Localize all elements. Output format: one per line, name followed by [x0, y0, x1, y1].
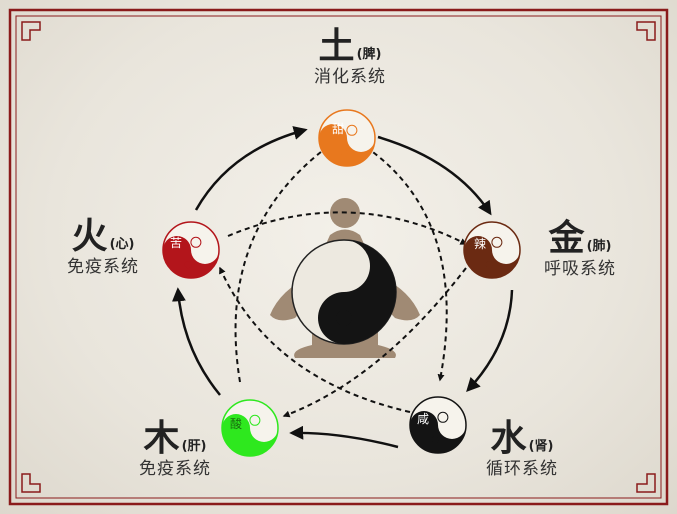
arrow-wood-to-fire	[171, 287, 221, 396]
node-wood	[221, 399, 279, 457]
arrow-fire-to-earth	[194, 126, 308, 211]
arrow-earth-to-water	[365, 146, 448, 382]
arrow-earth-to-metal	[377, 135, 492, 216]
taste-metal: 辣	[474, 237, 486, 251]
node-metal	[463, 221, 521, 279]
organ-name: (心)	[109, 237, 135, 252]
element-name: 木	[143, 418, 180, 459]
meditating-figure-yinyang-icon	[270, 198, 420, 358]
arrow-water-to-fire	[219, 266, 411, 413]
label-earth: 土(脾) 消化系统	[314, 28, 386, 88]
system-name: 免疫系统	[67, 257, 139, 277]
element-name: 火	[71, 216, 108, 257]
node-fire	[162, 221, 220, 279]
element-name: 水	[490, 418, 527, 459]
label-wood: 木(肝) 免疫系统	[139, 420, 211, 480]
taste-wood: 酸	[230, 416, 242, 431]
taste-fire: 苦	[170, 236, 182, 250]
generating-cycle-arrows	[171, 126, 514, 449]
system-name: 免疫系统	[139, 459, 211, 479]
organ-name: (脾)	[356, 47, 382, 62]
controlling-cycle-arrows	[219, 144, 468, 418]
label-fire: 火(心) 免疫系统	[67, 218, 139, 278]
organ-name: (肾)	[528, 439, 554, 454]
arrow-metal-to-wood	[282, 267, 467, 418]
organ-name: (肝)	[181, 439, 207, 454]
arrow-metal-to-water	[466, 289, 514, 393]
organ-name: (肺)	[586, 239, 612, 254]
decorative-frame	[8, 8, 669, 506]
label-water: 水(肾) 循环系统	[486, 420, 558, 480]
arrow-wood-to-earth	[234, 144, 332, 383]
system-name: 呼吸系统	[544, 259, 616, 279]
system-name: 消化系统	[314, 67, 386, 87]
element-name: 金	[548, 218, 585, 259]
node-water	[409, 396, 467, 454]
system-name: 循环系统	[486, 459, 558, 479]
taste-earth: 甜	[332, 122, 344, 136]
element-name: 土	[318, 26, 355, 67]
node-earth	[318, 109, 376, 167]
label-metal: 金(肺) 呼吸系统	[544, 220, 616, 280]
arrow-water-to-wood	[289, 425, 399, 449]
taste-water: 咸	[417, 412, 429, 426]
